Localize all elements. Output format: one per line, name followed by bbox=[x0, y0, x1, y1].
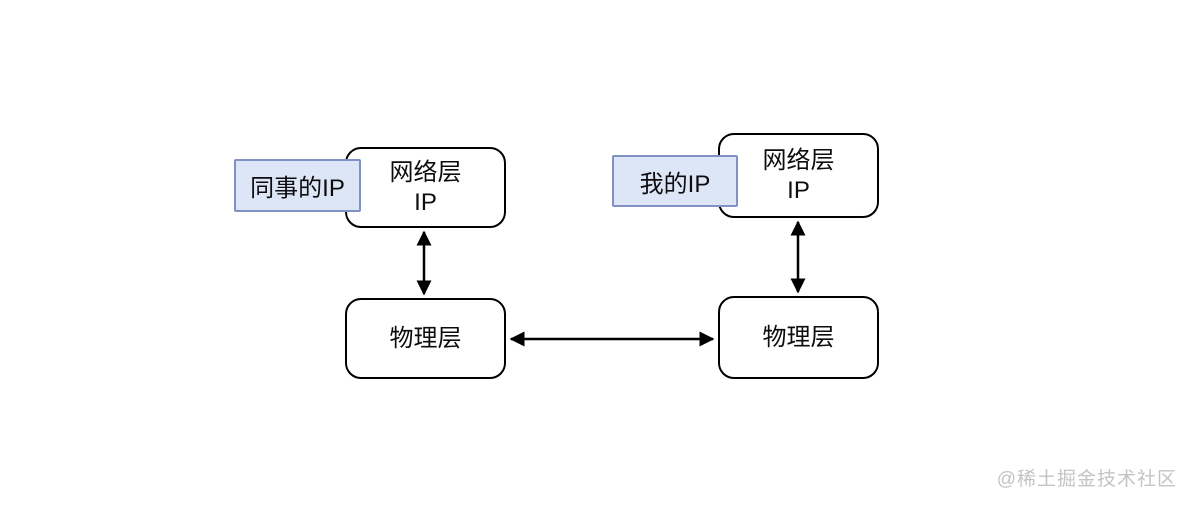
network-layer-box-left-line1: 网络层 bbox=[389, 158, 462, 186]
network-layer-box-right: 网络层 IP bbox=[718, 133, 879, 218]
watermark: @稀土掘金技术社区 bbox=[996, 469, 1177, 490]
physical-layer-box-left: 物理层 bbox=[345, 298, 506, 379]
network-layer-box-right-line2: IP bbox=[787, 176, 810, 204]
network-layer-box-left: 网络层 IP bbox=[345, 147, 506, 228]
network-layer-box-left-line2: IP bbox=[414, 188, 437, 216]
colleague-ip-label: 同事的IP bbox=[234, 159, 361, 212]
physical-layer-box-right: 物理层 bbox=[718, 296, 879, 379]
my-ip-label: 我的IP bbox=[612, 155, 738, 207]
network-layer-box-right-line1: 网络层 bbox=[762, 146, 835, 174]
